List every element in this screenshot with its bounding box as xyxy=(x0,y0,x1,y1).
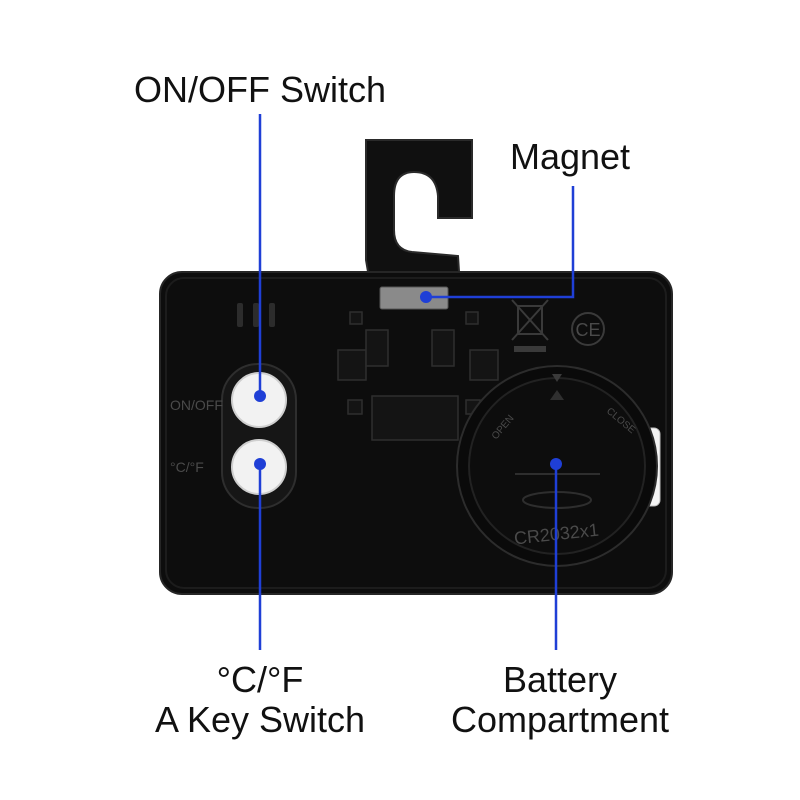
battery-compartment-label: Battery Compartment xyxy=(420,660,700,740)
pointer-dots xyxy=(254,291,562,470)
pointer-lines xyxy=(258,114,575,650)
ce-mark: CE xyxy=(571,312,605,346)
onoff-pointer-dot xyxy=(254,390,266,402)
cf-marking: °C/°F xyxy=(170,459,204,475)
battery-label-line1: Battery xyxy=(502,659,618,700)
magnet-pointer-dot xyxy=(420,291,432,303)
magnet-label: Magnet xyxy=(509,136,631,177)
magnet-pointer-line xyxy=(426,186,575,299)
cf-pointer-dot xyxy=(254,458,266,470)
crossed-bin-icon xyxy=(511,299,549,352)
cf-switch-label: °C/°F A Key Switch xyxy=(120,660,400,740)
mount-blocks xyxy=(337,311,499,441)
svg-text:CE: CE xyxy=(575,320,600,340)
cf-switch-label-line2: A Key Switch xyxy=(154,699,366,740)
battery-label-line2: Compartment xyxy=(450,699,670,740)
onoff-marking: ON/OFF xyxy=(170,397,223,413)
onoff-switch-label: ON/OFF Switch xyxy=(133,69,387,110)
battery-pointer-dot xyxy=(550,458,562,470)
vent-slots xyxy=(237,303,275,327)
device-body-inner-edge xyxy=(165,277,667,589)
battery-compartment: CR2032x1 OPEN CLOSE xyxy=(456,365,661,567)
cf-switch-label-line1: °C/°F xyxy=(216,659,304,700)
